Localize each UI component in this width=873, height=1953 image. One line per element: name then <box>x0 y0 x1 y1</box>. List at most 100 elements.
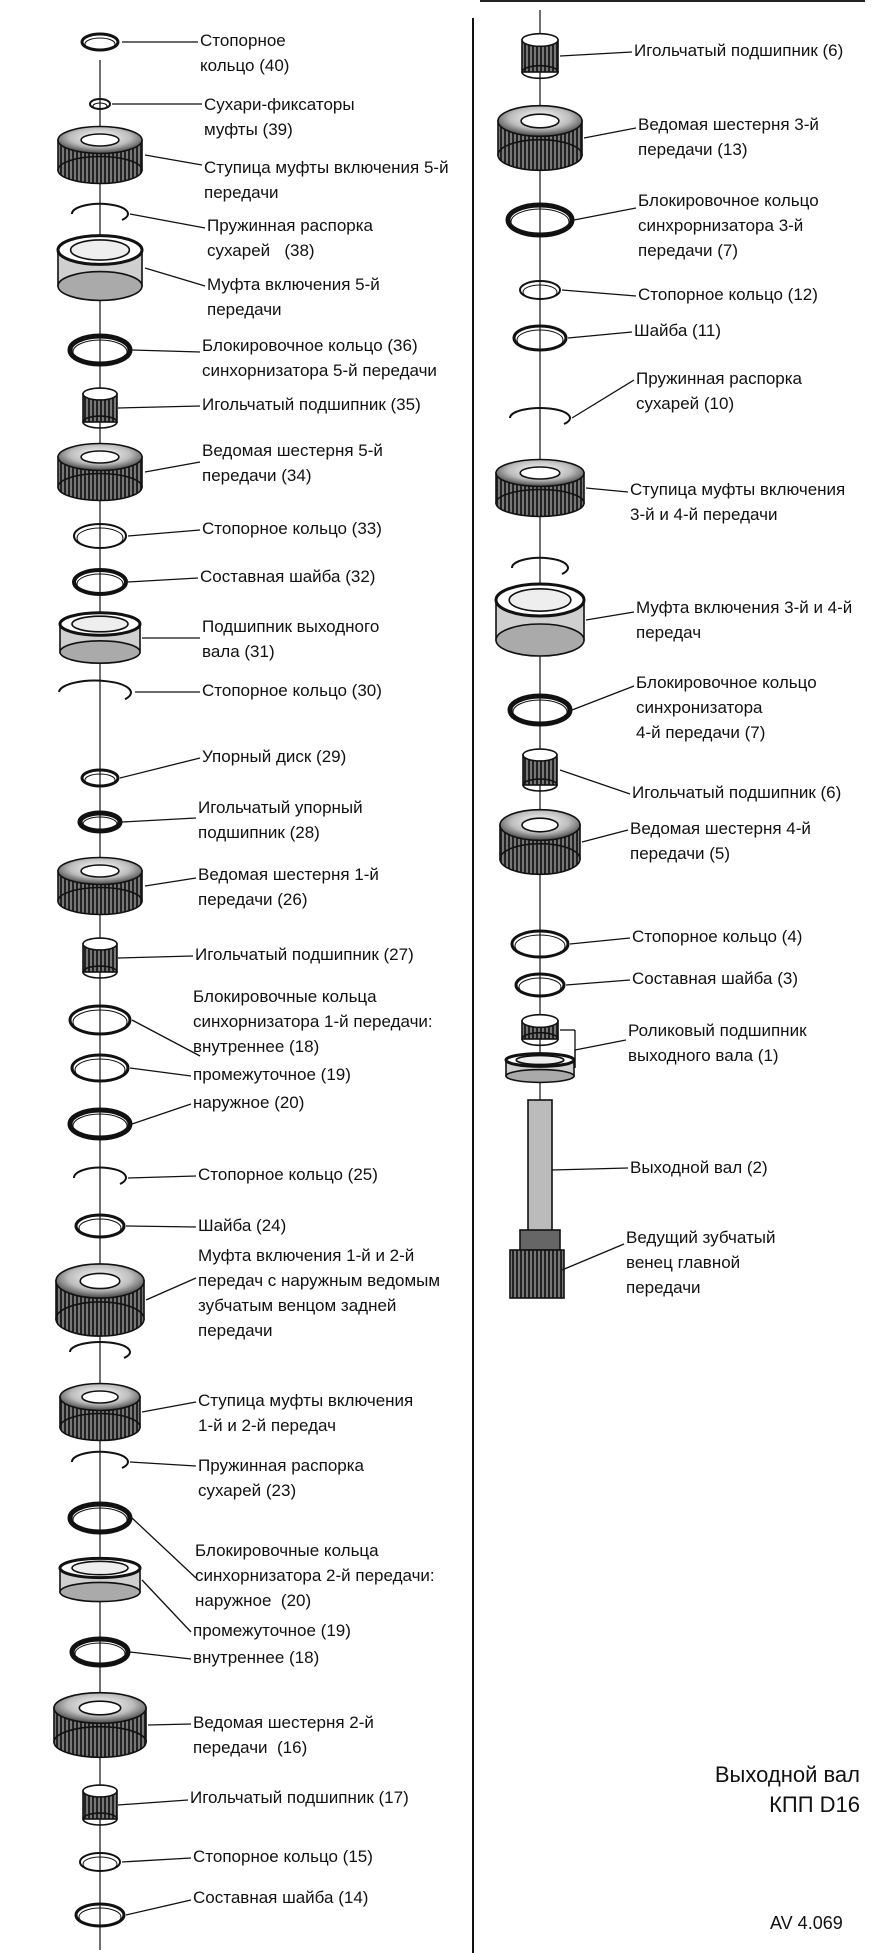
leader-line-35 <box>567 331 633 339</box>
label-blockers-2nd: Блокировочные кольца синхорнизатора 2-й … <box>195 1541 435 1610</box>
label-needle-6-bottom: Игольчатый подшипник (6) <box>632 783 842 802</box>
column-divider <box>472 18 474 1953</box>
leader-line-22 <box>141 1401 197 1413</box>
leader-line-3 <box>129 213 206 229</box>
part-output-shaft <box>527 1099 553 1241</box>
leader-line-48 <box>551 1167 629 1171</box>
label-gear-26: Ведомая шестерня 1-й передачи (26) <box>198 865 379 909</box>
part-washer-32 <box>72 568 128 596</box>
part-gear-26 <box>57 856 143 916</box>
label-stopor-12: Стопорное кольцо (12) <box>638 285 818 304</box>
part-bearing-31 <box>58 611 142 664</box>
part-needle-27 <box>82 937 118 979</box>
leader-line-19 <box>127 1175 197 1179</box>
part-sleeve-3-4 <box>494 582 586 657</box>
part-stopor-40 <box>80 32 120 52</box>
label-blocker-7-fourth: Блокировочное кольцо синхронизатора 4-й … <box>636 673 817 742</box>
leader-line-16 <box>131 1019 201 1057</box>
part-hub-5th <box>57 125 143 185</box>
label-needle-35: Игольчатый подшипник (35) <box>202 395 421 414</box>
leader-line-38 <box>585 611 635 621</box>
part-blocker-outer-20b <box>67 1501 133 1535</box>
label-hub-3-4: Ступица муфты включения 3-й и 4-й переда… <box>630 480 846 524</box>
label-spring-23: Пружинная распорка сухарей (23) <box>198 1456 364 1500</box>
label-stopor-25: Стопорное кольцо (25) <box>198 1165 378 1184</box>
part-stopor-12 <box>519 280 561 300</box>
label-middle-19-second: промежуточное (19) <box>193 1621 351 1640</box>
part-spring-a <box>69 1341 131 1359</box>
part-spring-23 <box>70 1450 129 1469</box>
part-shaft-collar <box>519 1229 561 1251</box>
label-washer-11: Шайба (11) <box>634 321 722 340</box>
label-outer-20-first: наружное (20) <box>193 1093 305 1112</box>
label-hub-1-2: Ступица муфты включения 1-й и 2-й переда… <box>198 1391 414 1435</box>
leader-line-12 <box>119 757 201 779</box>
part-roller-1a <box>521 1013 559 1047</box>
part-stopor-30 <box>58 679 132 701</box>
leader-line-27 <box>147 1723 192 1726</box>
part-final-drive-gear <box>509 1249 565 1299</box>
part-gear-5 <box>499 808 581 876</box>
label-washer-32: Составная шайба (32) <box>200 567 376 586</box>
part-washer-3 <box>514 972 566 998</box>
leader-line-49 <box>561 1243 625 1271</box>
label-needle-17: Игольчатый подшипник (17) <box>190 1788 409 1807</box>
part-disk-29 <box>80 768 120 788</box>
leader-line-13 <box>121 817 197 823</box>
part-gear-16 <box>53 1691 147 1759</box>
leader-line-7 <box>144 461 201 473</box>
label-spring-10: Пружинная распорка сухарей (10) <box>636 369 802 413</box>
caption-line-2: КПП D16 <box>769 1792 860 1817</box>
label-stopor-33: Стопорное кольцо (33) <box>202 519 382 538</box>
leader-line-36 <box>571 379 635 419</box>
part-sleeve-5th <box>56 234 144 302</box>
label-sleeve-1-2: Муфта включения 1-й и 2-й передач с нару… <box>198 1246 441 1340</box>
leader-line-32 <box>583 127 637 139</box>
leader-line-26 <box>129 1651 192 1660</box>
label-gear-34: Ведомая шестерня 5-й передачи (34) <box>202 441 383 485</box>
leader-line-31 <box>559 51 633 57</box>
label-stopor-4: Стопорное кольцо (4) <box>632 927 803 946</box>
label-needle-6-top: Игольчатый подшипник (6) <box>634 41 844 60</box>
leader-line-25 <box>141 1579 192 1633</box>
figure-caption: Выходной вал КПП D16 <box>700 1760 860 1820</box>
label-middle-19-first: промежуточное (19) <box>193 1065 351 1084</box>
leader-line-24 <box>131 1517 197 1579</box>
leader-line-4 <box>144 267 206 287</box>
label-blocker-36: Блокировочное кольцо (36) синхорнизатора… <box>202 336 437 380</box>
part-washer-14 <box>74 1902 126 1928</box>
part-needle-thrust-28 <box>77 810 123 834</box>
label-hub-5th: Ступица муфты включения 5-й передачи <box>204 158 449 202</box>
leader-line-14 <box>144 877 197 887</box>
leader-line-28 <box>117 1799 189 1806</box>
part-roller-1b <box>504 1052 576 1084</box>
leader-line-33 <box>573 207 637 221</box>
part-spring-38 <box>70 202 129 221</box>
leader-line-5 <box>131 349 201 353</box>
part-washer-11 <box>512 324 568 352</box>
label-stopor-ring-40: Стопорное кольцо (40) <box>200 31 290 75</box>
part-blocker-middle-19a <box>70 1053 130 1083</box>
part-hub-3-4 <box>495 458 585 518</box>
part-stopor-4 <box>510 929 570 959</box>
caption-line-1: Выходной вал <box>714 1762 860 1787</box>
part-blocker-36 <box>67 333 133 367</box>
leader-line-43 <box>565 979 631 986</box>
part-blocker-7a <box>505 202 575 238</box>
part-stopor-15 <box>79 1852 121 1872</box>
leader-line-41 <box>581 829 629 843</box>
figure-code: AV 4.069 <box>770 1913 843 1933</box>
part-sleeve-1-2 <box>55 1263 145 1337</box>
label-needle-27: Игольчатый подшипник (27) <box>195 945 414 964</box>
part-gear-34 <box>57 442 143 502</box>
label-spring-38: Пружинная распорка сухарей (38) <box>207 216 373 260</box>
leader-line-42 <box>569 937 631 945</box>
label-disk-29: Упорный диск (29) <box>202 747 347 766</box>
part-blocker-outer-20a <box>67 1107 133 1141</box>
leader-line-34 <box>561 289 637 297</box>
leader-line-39 <box>571 685 635 711</box>
label-roller-bearing-1: Роликовый подшипник выходного вала (1) <box>628 1021 807 1065</box>
label-inner-18-second: внутреннее (18) <box>193 1648 320 1667</box>
part-sukhari-39 <box>89 98 111 110</box>
